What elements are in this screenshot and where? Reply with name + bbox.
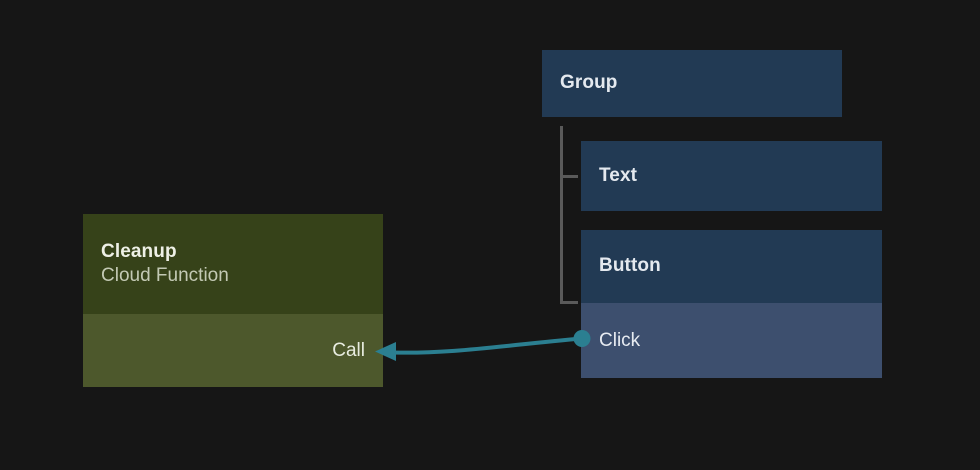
node-cleanup-subtitle: Cloud Function (101, 265, 229, 286)
node-group[interactable]: Group (542, 50, 842, 117)
port-cleanup-call-label: Call (332, 339, 365, 361)
node-text-title: Text (599, 164, 638, 186)
port-button-click-label: Click (599, 329, 641, 351)
node-button-title: Button (599, 255, 661, 277)
node-cleanup-header[interactable]: Cleanup Cloud Function (83, 214, 383, 314)
node-button[interactable]: Button Click (581, 230, 882, 378)
node-text[interactable]: Text (581, 141, 882, 211)
node-cleanup[interactable]: Cleanup Cloud Function Call (83, 214, 383, 387)
node-cleanup-title: Cleanup (101, 240, 177, 262)
port-cleanup-call[interactable]: Call (83, 314, 383, 387)
node-group-header[interactable]: Group (542, 50, 842, 117)
node-button-header[interactable]: Button (581, 230, 882, 303)
node-text-header[interactable]: Text (581, 141, 882, 211)
node-group-title: Group (560, 72, 618, 94)
port-button-click[interactable]: Click (581, 303, 882, 378)
